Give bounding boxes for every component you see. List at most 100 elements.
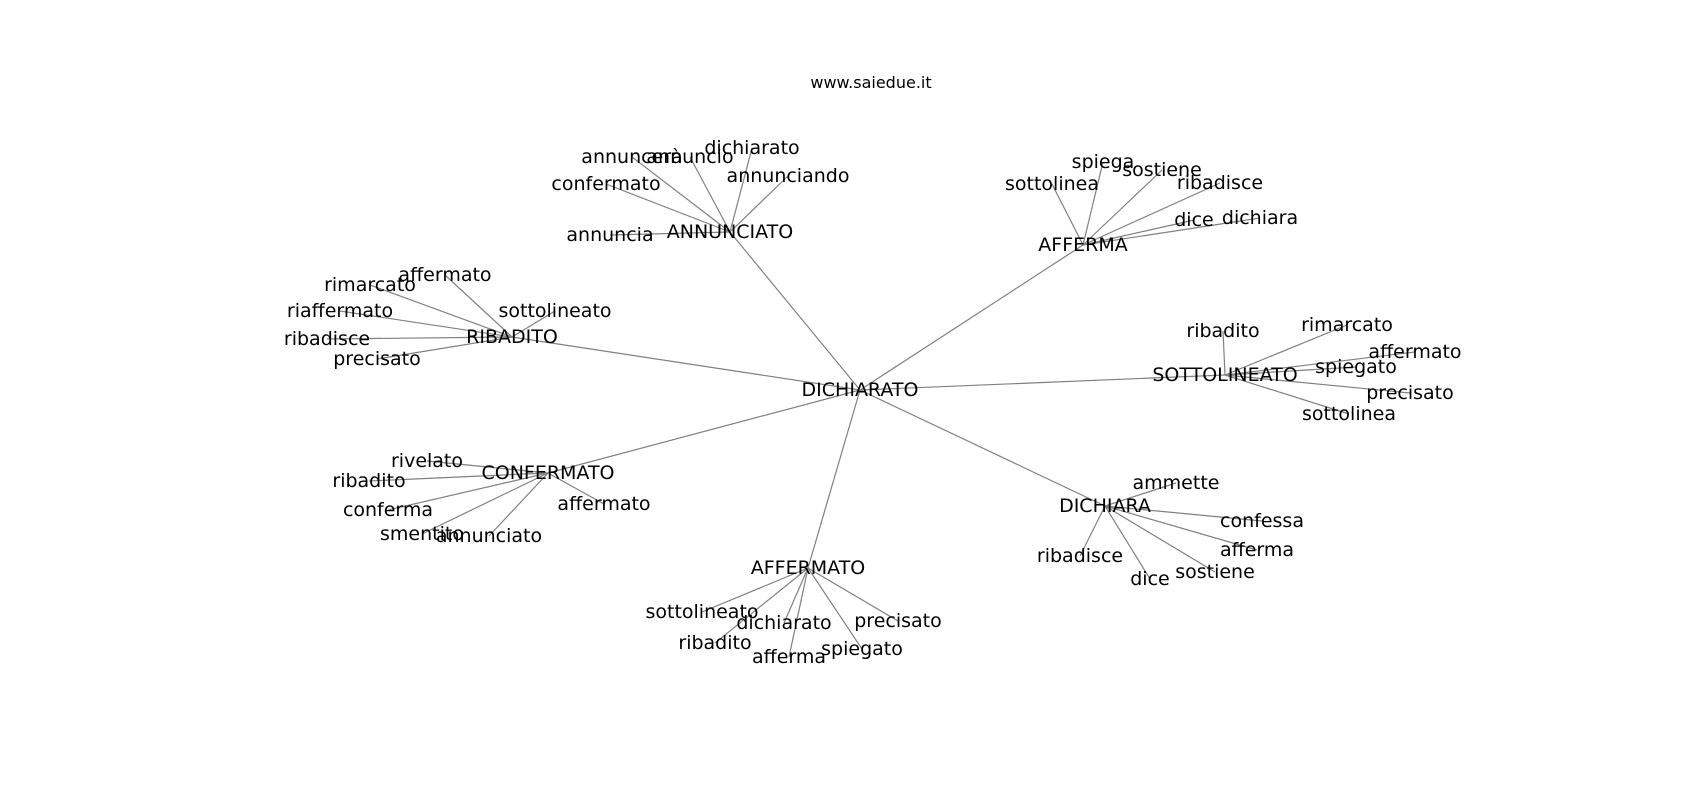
leaf-node-label: confessa: [1220, 510, 1304, 532]
leaf-node-label: ribadisce: [284, 328, 370, 350]
edge-confermato-to-smentito: [421, 472, 549, 535]
edge-sottolineato-to-sottolinea: [1224, 374, 1350, 415]
cluster-node-label: DICHIARA: [1059, 495, 1151, 517]
leaf-node-label: sottolineato: [498, 300, 611, 322]
leaf-node-label: precisato: [1366, 382, 1454, 404]
leaf-node-label: precisato: [333, 348, 421, 370]
leaf-node-label: rivelato: [391, 450, 463, 472]
cluster-node-label: ANNUNCIATO: [667, 221, 794, 243]
edge-confermato-to-rivelato: [426, 460, 549, 474]
edge-annunciato-to-annuncia: [609, 231, 731, 236]
leaf-node-label: annuncia: [566, 224, 653, 246]
leaf-node-label: afferma: [1220, 539, 1294, 561]
edge-affermato-to-spiegato: [807, 567, 863, 650]
edge-root-to-dichiara: [859, 389, 1106, 507]
edge-annunciato-to-annuncio: [689, 156, 731, 233]
leaf-node-label: sottolinea: [1302, 403, 1396, 425]
leaf-node-label: ribadito: [332, 470, 405, 492]
leaf-node-label: ribadito: [1186, 320, 1259, 342]
leaf-node-label: dichiarato: [704, 137, 799, 159]
edge-ribadito-to-rimarcato: [369, 284, 513, 338]
edge-dichiara-to-afferma: [1104, 505, 1258, 551]
edge-root-to-affermato: [807, 389, 861, 569]
edge-annunciato-to-dichiarato: [729, 147, 753, 233]
edge-confermato-to-annunciato: [488, 472, 549, 537]
edge-annunciato-to-annunciando: [729, 175, 789, 233]
edge-ribadito-to-ribadisce: [326, 336, 513, 340]
edge-sottolineato-to-ribadito: [1222, 330, 1226, 376]
edge-afferma-to-sostiene: [1082, 169, 1163, 246]
leaf-node-label: annunciato: [436, 525, 542, 547]
edge-affermato-to-ribadito: [714, 567, 809, 644]
edge-affermato-to-sottolineato: [701, 567, 809, 613]
edge-ribadito-to-precisato: [376, 336, 513, 360]
edge-confermato-to-conferma: [387, 472, 549, 511]
edge-confermato-to-ribadito: [368, 472, 549, 482]
cluster-node-label: AFFERMA: [1038, 234, 1127, 256]
leaf-node-label: afferma: [752, 646, 826, 668]
edge-affermato-to-dichiarato: [783, 567, 809, 624]
leaf-node-label: dice: [1174, 209, 1213, 231]
leaf-node-label: annuncerà: [581, 146, 682, 168]
leaf-node-label: precisato: [854, 610, 942, 632]
leaf-node-label: spiega: [1072, 151, 1135, 173]
leaf-node-label: ribadito: [678, 632, 751, 654]
edge-root-to-annunciato: [729, 231, 861, 391]
leaf-node-label: affermato: [398, 264, 491, 286]
edge-sottolineato-to-precisato: [1224, 374, 1411, 394]
edge-ribadito-to-riaffermato: [339, 310, 513, 338]
edge-afferma-to-dice: [1082, 219, 1195, 246]
labels-layer: DICHIARATOANNUNCIATOannunceràannunciodic…: [284, 137, 1462, 668]
leaf-node-label: annunciando: [727, 165, 850, 187]
leaf-node-label: affermato: [557, 493, 650, 515]
edge-afferma-to-dichiara: [1082, 217, 1261, 246]
edge-afferma-to-sottolinea: [1051, 183, 1084, 246]
leaf-node-label: sostiene: [1122, 159, 1202, 181]
edge-confermato-to-affermato: [547, 472, 605, 505]
edge-sottolineato-to-rimarcato: [1224, 324, 1348, 376]
edge-annunciato-to-annuncerà: [631, 156, 731, 233]
edge-afferma-to-spiega: [1082, 161, 1104, 246]
edge-ribadito-to-sottolineato: [511, 310, 556, 338]
leaf-node-label: dice: [1130, 568, 1169, 590]
leaf-node-label: sottolineato: [645, 601, 758, 623]
edge-dichiara-to-sostiene: [1104, 505, 1216, 573]
leaf-node-label: ammette: [1133, 472, 1220, 494]
edge-dichiara-to-ammette: [1104, 482, 1177, 507]
leaf-node-label: dichiarato: [736, 612, 831, 634]
leaf-node-label: rimarcato: [1301, 314, 1393, 336]
leaf-node-label: affermato: [1368, 341, 1461, 363]
edge-sottolineato-to-spiegato: [1224, 366, 1357, 376]
root-node-label: DICHIARATO: [802, 379, 919, 401]
edge-affermato-to-afferma: [788, 567, 809, 658]
leaf-node-label: dichiara: [1222, 207, 1298, 229]
cluster-node-label: RIBADITO: [466, 326, 558, 348]
leaf-node-label: ribadisce: [1037, 545, 1123, 567]
leaf-node-label: smentito: [380, 523, 464, 545]
edge-dichiara-to-dice: [1104, 505, 1151, 580]
leaf-node-label: ribadisce: [1177, 172, 1263, 194]
leaf-node-label: sottolinea: [1005, 173, 1099, 195]
edges-layer: [326, 147, 1416, 658]
cluster-node-label: AFFERMATO: [751, 557, 866, 579]
leaf-node-label: confermato: [551, 173, 660, 195]
leaf-node-label: conferma: [343, 499, 433, 521]
leaf-node-label: annuncio: [646, 146, 733, 168]
edge-affermato-to-precisato: [807, 567, 899, 622]
leaf-node-label: spiegato: [821, 638, 903, 660]
leaf-node-label: sostiene: [1175, 561, 1255, 583]
edge-afferma-to-ribadisce: [1082, 182, 1221, 246]
edge-ribadito-to-affermato: [444, 274, 513, 338]
graph-title: www.saiedue.it: [810, 73, 931, 92]
cluster-node-label: CONFERMATO: [481, 462, 614, 484]
edge-root-to-sottolineato: [859, 374, 1226, 391]
leaf-node-label: rimarcato: [324, 274, 416, 296]
edge-root-to-afferma: [859, 244, 1084, 391]
leaf-node-label: riaffermato: [287, 300, 393, 322]
edge-root-to-confermato: [547, 389, 861, 474]
edge-sottolineato-to-affermato: [1224, 351, 1416, 376]
edge-annunciato-to-confermato: [605, 183, 731, 233]
edge-dichiara-to-confessa: [1104, 505, 1263, 522]
cluster-node-label: SOTTOLINEATO: [1152, 364, 1297, 386]
